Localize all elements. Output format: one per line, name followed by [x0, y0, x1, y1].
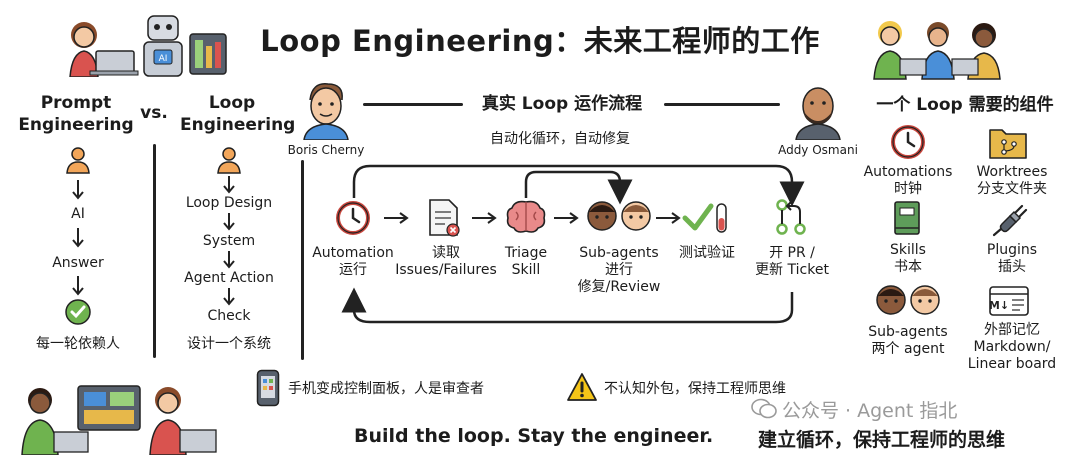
- document-icon: [429, 199, 460, 237]
- loop-engineering-title: Loop Engineering: [180, 93, 296, 135]
- svg-text:AI: AI: [159, 54, 168, 64]
- agents-icon: [587, 201, 651, 231]
- loop-step-system: System: [202, 233, 256, 249]
- developer-dashboard-illustration: [21, 385, 141, 455]
- team-illustration: [873, 21, 1001, 80]
- svg-text:M↓: M↓: [989, 299, 1009, 312]
- component-plugins: Plugins 插头: [986, 242, 1038, 275]
- watermark: 公众号 · Agent 指北: [782, 400, 958, 422]
- prompt-caption: 每一轮依赖人: [36, 336, 120, 352]
- flow-header: 真实 Loop 运作流程: [481, 94, 643, 114]
- prompt-step-ai: AI: [71, 206, 85, 222]
- agents-icon: [876, 285, 940, 315]
- flow-step-sub-agents: Sub-agents 进行 修复/Review: [577, 245, 661, 295]
- right-arrow-icon: [656, 212, 681, 224]
- clock-icon: [336, 201, 370, 235]
- loop-step-check: Check: [207, 308, 251, 324]
- developer-laptop-illustration: [69, 22, 139, 77]
- down-arrow-icon: [72, 276, 84, 296]
- reviewer-laptop-illustration: [149, 387, 217, 455]
- prompt-step-answer: Answer: [52, 255, 104, 271]
- brain-icon: [506, 200, 546, 233]
- flow-subheader: 自动化循环，自动修复: [490, 131, 630, 147]
- prompt-engineering-title: Prompt Engineering: [18, 93, 134, 135]
- clock-icon: [891, 125, 925, 159]
- pull-request-icon: [776, 199, 806, 235]
- flow-step-read-issues: 读取 Issues/Failures: [395, 245, 497, 278]
- header-rule: [664, 103, 780, 106]
- phone-dashboard-icon: [256, 369, 280, 407]
- warning-icon: [567, 373, 597, 401]
- component-worktrees: Worktrees 分支文件夹: [976, 164, 1048, 197]
- loop-caption: 设计一个系统: [187, 336, 271, 352]
- slogan-chinese: 建立循环，保持工程师的思维: [758, 429, 1006, 451]
- plug-icon: [992, 204, 1028, 237]
- avatar: [795, 87, 841, 140]
- flow-step-triage: Triage Skill: [504, 245, 548, 278]
- component-external-memory: 外部记忆 Markdown/ Linear board: [967, 322, 1057, 372]
- loop-connectors: [341, 164, 805, 324]
- avatar: [303, 83, 349, 140]
- loop-step-design: Loop Design: [185, 195, 273, 211]
- column-divider: [153, 144, 156, 358]
- wechat-icon: [751, 398, 777, 419]
- flow-step-open-pr: 开 PR / 更新 Ticket: [755, 245, 829, 278]
- person-name-left: Boris Cherny: [287, 143, 365, 157]
- down-arrow-icon: [72, 180, 84, 200]
- page-title: Loop Engineering：未来工程师的工作: [260, 24, 820, 58]
- down-arrow-icon: [223, 213, 235, 231]
- loop-step-agent-action: Agent Action: [184, 270, 274, 286]
- down-arrow-icon: [72, 228, 84, 248]
- header-rule: [363, 103, 463, 106]
- down-arrow-icon: [223, 251, 235, 269]
- component-skills: Skills 书本: [890, 242, 926, 275]
- person-name-right: Addy Osmani: [778, 143, 858, 157]
- right-arrow-icon: [472, 212, 497, 224]
- book-icon: [894, 201, 920, 235]
- right-arrow-icon: [384, 212, 409, 224]
- person-icon: [66, 147, 90, 174]
- component-sub-agents: Sub-agents 两个 agent: [868, 324, 948, 357]
- folder-icon: [989, 129, 1027, 159]
- component-automations: Automations 时钟: [863, 164, 953, 197]
- slogan-english: Build the loop. Stay the engineer.: [354, 425, 714, 447]
- person-icon: [217, 147, 241, 174]
- markdown-icon: M↓: [989, 286, 1029, 316]
- versus-label: vs.: [140, 103, 168, 123]
- test-tube-icon: [682, 203, 727, 233]
- check-circle-icon: [65, 299, 91, 325]
- column-divider: [301, 160, 304, 360]
- components-header: 一个 Loop 需要的组件: [876, 95, 1054, 115]
- flow-step-test: 测试验证: [679, 245, 735, 261]
- note-phone-control: 手机变成控制面板，人是审查者: [288, 381, 484, 397]
- right-arrow-icon: [554, 212, 579, 224]
- down-arrow-icon: [223, 288, 235, 306]
- note-warning: 不认知外包，保持工程师思维: [604, 381, 786, 397]
- ai-robot-illustration: AI: [143, 15, 227, 77]
- flow-step-automation: Automation 运行: [312, 245, 394, 278]
- down-arrow-icon: [223, 176, 235, 194]
